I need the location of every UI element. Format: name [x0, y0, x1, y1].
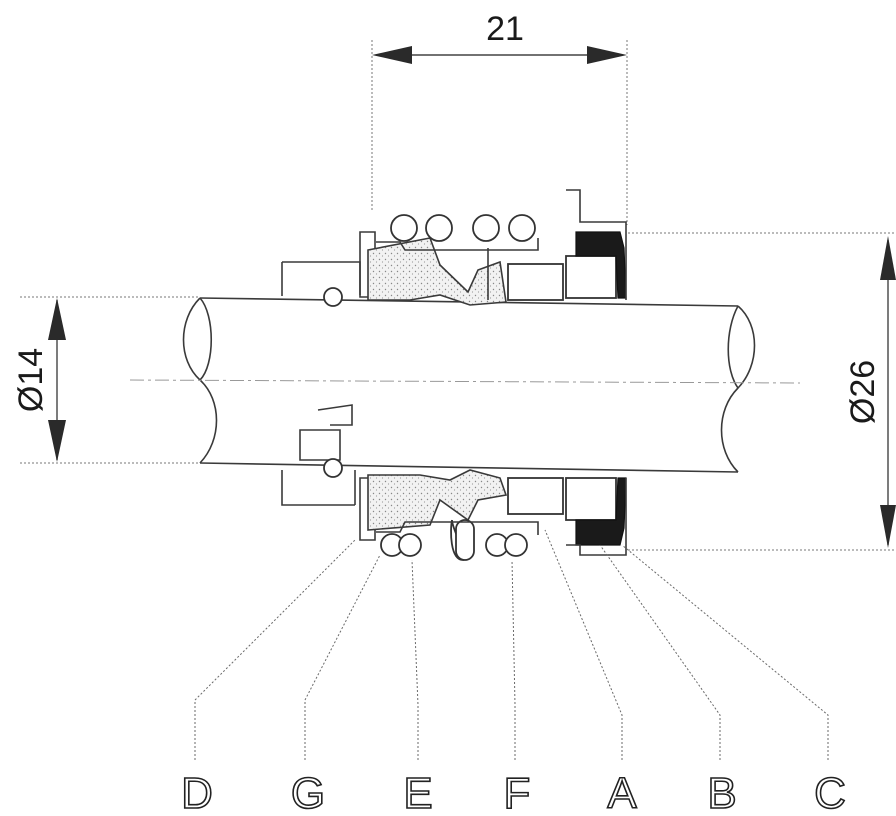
seal-upper-half — [359, 189, 627, 306]
callout-f: F — [504, 769, 531, 816]
outer-diameter-label: Ø26 — [844, 360, 882, 424]
callout-b: B — [707, 769, 736, 816]
callout-g: G — [291, 769, 325, 816]
shaft — [129, 297, 801, 473]
callout-d: D — [181, 769, 213, 816]
length-dimension: 21 — [371, 10, 628, 225]
callout-c: C — [814, 769, 846, 816]
callout-a: A — [607, 769, 637, 816]
seal-lower-half — [359, 469, 627, 561]
shaft-diameter-dimension: Ø14 — [12, 296, 200, 464]
callout-e: E — [403, 769, 432, 816]
gland-housing — [281, 261, 361, 506]
outer-diameter-dimension: Ø26 — [628, 232, 896, 551]
leader-lines — [194, 529, 829, 760]
callout-labels: D G E F A B C — [180, 768, 846, 816]
length-dimension-label: 21 — [486, 10, 524, 48]
shaft-diameter-label: Ø14 — [12, 348, 50, 412]
